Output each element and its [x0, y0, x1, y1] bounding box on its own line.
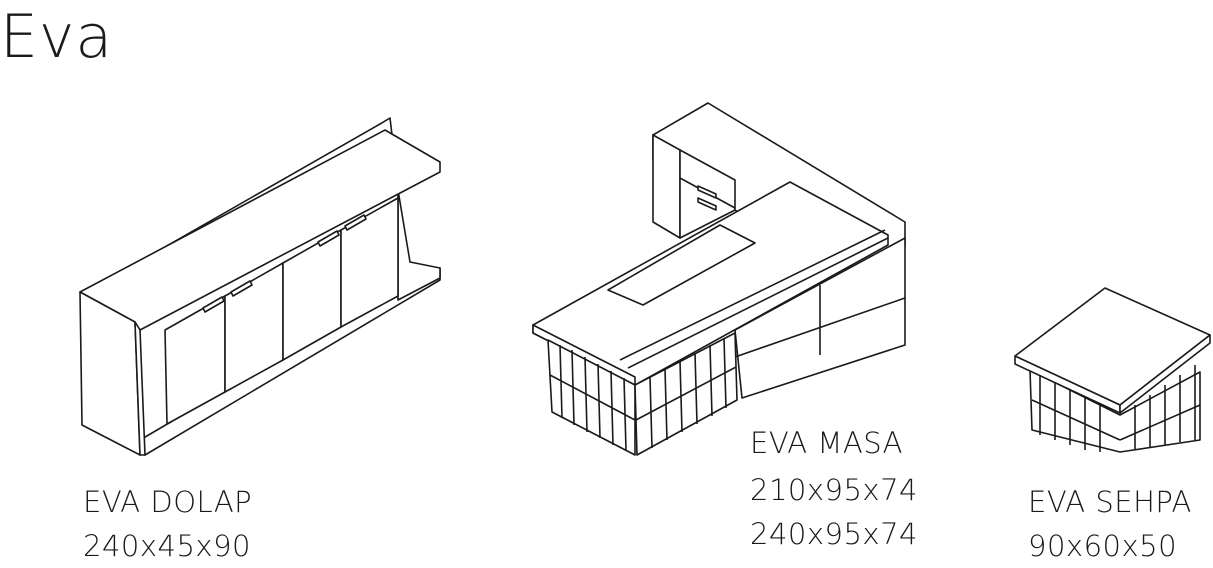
masa-dimensions-1: 210x95x74	[750, 473, 918, 507]
dolap-door	[340, 197, 399, 328]
masa-name: EVA MASA	[750, 426, 904, 460]
dolap-drawing	[79, 117, 441, 456]
masa-return-side	[652, 134, 681, 239]
desk-groove	[619, 229, 886, 361]
drawer-handle	[697, 197, 717, 211]
cabinet-divider	[734, 297, 906, 358]
sehpa-top-edge	[1119, 334, 1211, 414]
masa-desk-pad	[607, 224, 756, 306]
dolap-dimensions: 240x45x90	[83, 529, 251, 563]
desk-groove	[627, 237, 889, 369]
sehpa-base	[1029, 369, 1201, 453]
sehpa-name: EVA SEHPA	[1028, 485, 1192, 519]
drawer-handle	[697, 185, 717, 199]
door-handle	[230, 280, 253, 297]
door-handle	[317, 230, 340, 247]
dolap-name: EVA DOLAP	[83, 485, 253, 519]
masa-drawing	[532, 102, 906, 456]
sehpa-dimensions: 90x60x50	[1028, 529, 1178, 563]
door-handle	[202, 296, 225, 313]
door-handle	[344, 214, 367, 231]
masa-dimensions-2: 240x95x74	[750, 517, 918, 551]
collection-title: Eva	[0, 2, 114, 72]
sehpa-lattice	[1031, 365, 1201, 452]
dolap-side-edge	[134, 321, 146, 456]
sehpa-drawing	[1014, 287, 1211, 453]
masa-lattice	[549, 337, 737, 451]
